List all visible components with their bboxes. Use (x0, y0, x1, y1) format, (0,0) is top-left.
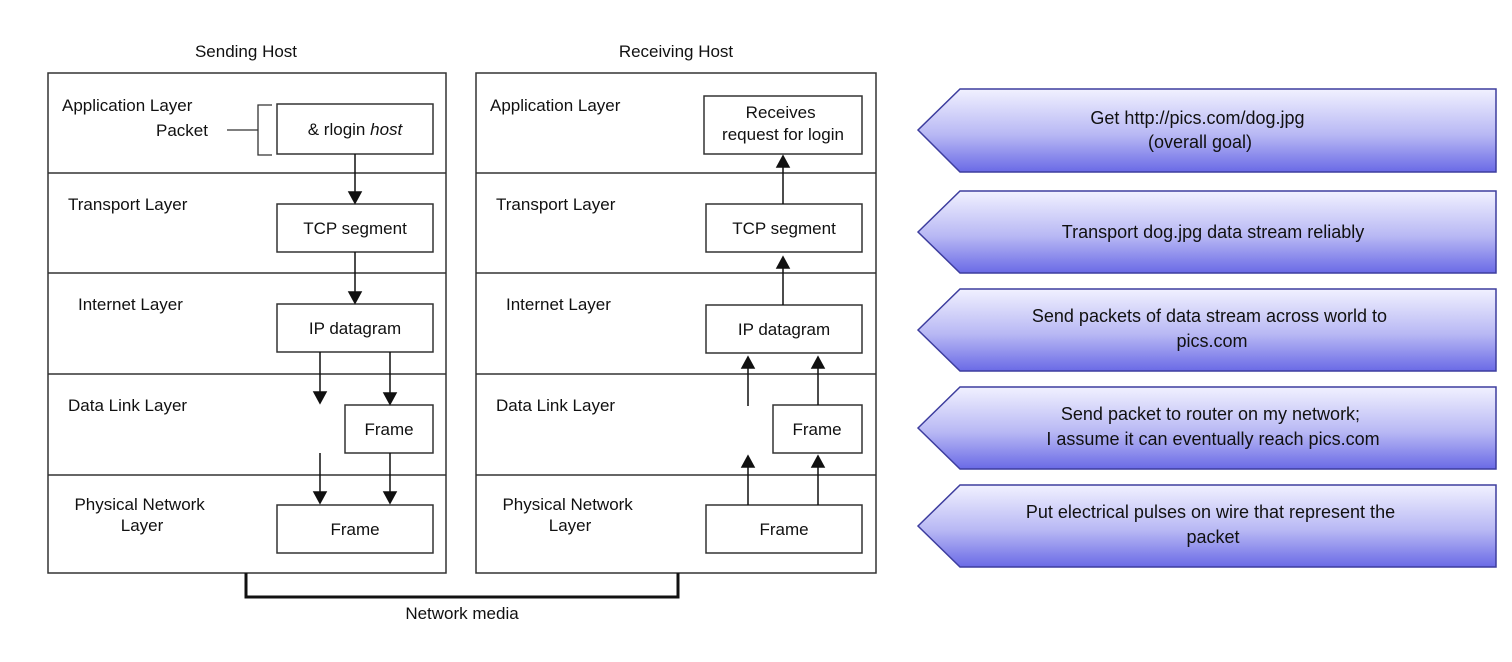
receiving-physical-layer-label: Physical Network Layer (502, 495, 637, 535)
receiving-arrows (740, 154, 826, 505)
sending-host-title: Sending Host (195, 42, 297, 61)
goal-callout-internet: Send packets of data stream across world… (916, 288, 1497, 372)
goal-callout-physical: Put electrical pulses on wire that repre… (916, 484, 1497, 568)
receiving-frame-text: Frame (792, 420, 841, 439)
sending-app-box-text: & rlogin host (308, 120, 404, 139)
goal-text-physical: Put electrical pulses on wire that repre… (1026, 502, 1400, 547)
receiving-host: Receiving Host Application Layer Transpo… (475, 42, 877, 574)
receiving-frame-box (772, 404, 863, 454)
sending-ip-datagram-text: IP datagram (309, 319, 401, 338)
receiving-ip-datagram-box (705, 304, 863, 354)
receiving-app-box-text: Receives request for login (722, 103, 844, 144)
sending-internet-layer-label: Internet Layer (78, 295, 183, 314)
sending-frame-text: Frame (364, 420, 413, 439)
sending-physical-layer-label: Physical Network Layer (74, 495, 209, 535)
goal-text-transport: Transport dog.jpg data stream reliably (1062, 222, 1364, 242)
receiving-tcp-segment-box (705, 203, 863, 253)
goal-shape (916, 190, 1497, 274)
network-media-label: Network media (405, 604, 519, 623)
goal-shape (916, 386, 1497, 470)
sending-physical-frame-text: Frame (330, 520, 379, 539)
receiving-ip-datagram-text: IP datagram (738, 320, 830, 339)
goal-text-application: Get http://pics.com/dog.jpg (overall goa… (1090, 108, 1309, 152)
network-media-bracket (244, 573, 680, 599)
sending-tcp-segment-text: TCP segment (303, 219, 407, 238)
receiving-physical-frame-text: Frame (759, 520, 808, 539)
goal-shape (916, 288, 1497, 372)
goal-text-datalink: Send packet to router on my network; I a… (1046, 404, 1379, 449)
sending-ip-datagram-box (276, 303, 434, 353)
receiving-physical-frame-box (705, 504, 863, 554)
sending-physical-frame-box (276, 504, 434, 554)
sending-transport-layer-label: Transport Layer (68, 195, 188, 214)
goal-callout-application: Get http://pics.com/dog.jpg (overall goa… (916, 88, 1497, 173)
receiving-host-frame (475, 72, 877, 574)
sending-app-box (276, 103, 434, 155)
sending-datalink-layer-label: Data Link Layer (68, 396, 187, 415)
receiving-internet-layer-label: Internet Layer (506, 295, 611, 314)
receiving-host-title: Receiving Host (619, 42, 734, 61)
receiving-application-layer-label: Application Layer (490, 96, 621, 115)
receiving-transport-layer-label: Transport Layer (496, 195, 616, 214)
receiving-app-box (703, 95, 863, 155)
sending-application-layer-label: Application Layer (62, 96, 193, 115)
packet-bracket (227, 104, 272, 156)
goal-callout-datalink: Send packet to router on my network; I a… (916, 386, 1497, 470)
receiving-datalink-layer-label: Data Link Layer (496, 396, 615, 415)
packet-label: Packet (156, 121, 208, 140)
sending-host: Sending Host Application Layer Packet Tr… (47, 42, 447, 574)
sending-arrows (312, 154, 398, 505)
goal-text-internet: Send packets of data stream across world… (1032, 306, 1392, 351)
goal-shape (916, 88, 1497, 173)
goal-callout-transport: Transport dog.jpg data stream reliably (916, 190, 1497, 274)
goal-shape (916, 484, 1497, 568)
receiving-tcp-segment-text: TCP segment (732, 219, 836, 238)
sending-frame-box (344, 404, 434, 454)
